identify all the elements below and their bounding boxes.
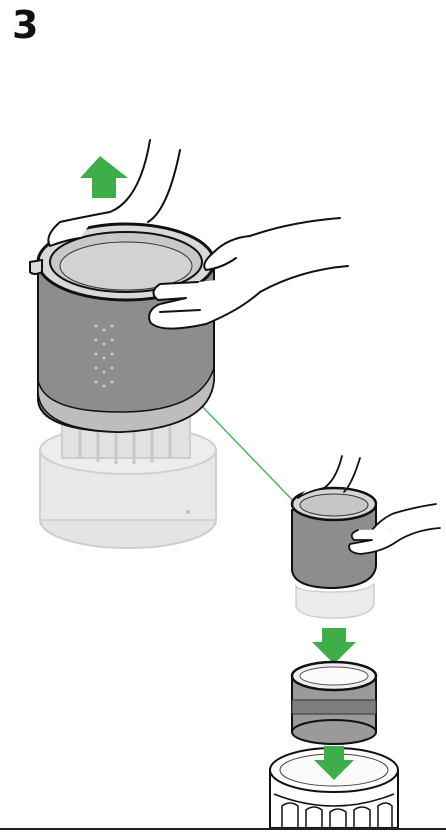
cylinder-filter — [292, 662, 376, 744]
bottom-border — [0, 828, 446, 830]
down-arrow-icon — [312, 628, 356, 664]
